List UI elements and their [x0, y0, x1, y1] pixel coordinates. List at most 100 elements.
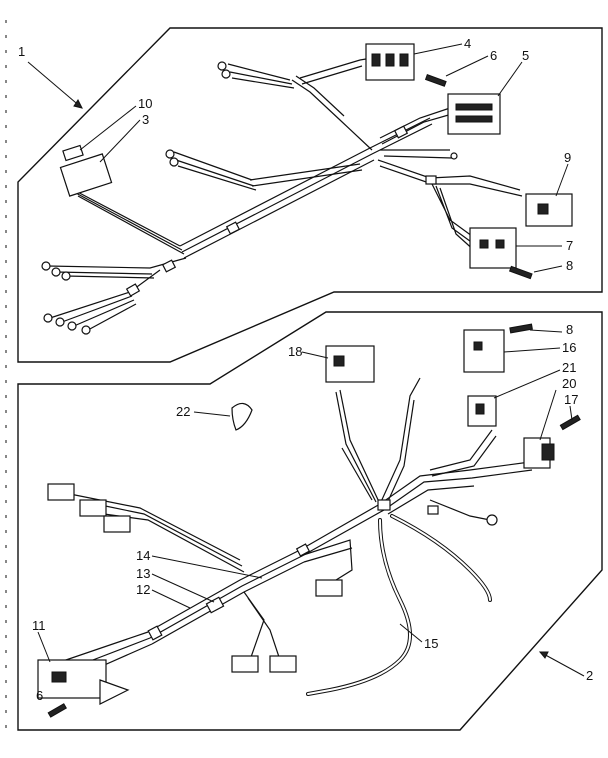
callout-8-lower: 8	[566, 322, 573, 337]
upper-top-left-leads	[227, 63, 295, 89]
leader-15	[399, 623, 423, 643]
connector-4-cavity-2	[385, 53, 395, 67]
terminal	[81, 325, 91, 335]
connector-16	[463, 329, 505, 373]
connector-7	[469, 227, 517, 269]
callout-5: 5	[522, 48, 529, 63]
connector-7-cavity-1	[479, 239, 489, 249]
upper-left-low-leads	[47, 257, 187, 279]
terminal	[43, 313, 53, 323]
terminal	[41, 261, 51, 271]
connector-5-pins-b	[455, 115, 493, 123]
terminal	[221, 69, 231, 79]
upper-connector5-leads	[379, 107, 453, 145]
callout-16: 16	[562, 340, 576, 355]
upper-connector7-leads	[431, 183, 477, 253]
leader-6-upper	[445, 55, 489, 77]
leader-10	[79, 105, 137, 151]
lower-main-trunk	[147, 503, 385, 645]
bracket-10	[62, 144, 84, 162]
leader-17	[569, 405, 573, 421]
connector-7-cavity-2	[495, 239, 505, 249]
upper-sleeve-2	[161, 259, 177, 273]
callout-3: 3	[142, 112, 149, 127]
connector-lower-d	[315, 579, 343, 597]
upper-sleeve-3	[393, 125, 409, 139]
connector-18-cavity	[333, 355, 345, 367]
callout-4: 4	[464, 36, 471, 51]
callout-17: 17	[564, 392, 578, 407]
screw-6-upper	[424, 74, 447, 87]
upper-wire-terminal	[380, 149, 453, 159]
leader-2-arrow	[538, 651, 549, 659]
leader-14	[151, 555, 263, 579]
leader-2	[539, 651, 585, 677]
upper-connector4-leads	[299, 57, 373, 85]
callout-1: 1	[18, 44, 25, 59]
panel-1-outline	[17, 27, 603, 363]
connector-4-cavity-3	[399, 53, 409, 67]
connector-lower-a	[47, 483, 75, 501]
upper-connector9-leads	[377, 159, 523, 197]
callout-12: 12	[136, 582, 150, 597]
connector-lower-f	[269, 655, 297, 673]
connector-4-cavity-1	[371, 53, 381, 67]
terminal	[51, 267, 61, 277]
leader-16	[503, 347, 561, 353]
connector-5-pins-a	[455, 103, 493, 111]
connector-9	[525, 193, 573, 227]
callout-18: 18	[288, 344, 302, 359]
upper-mid-leads	[249, 163, 363, 187]
ring-terminal	[486, 514, 498, 526]
upper-trunk-branch	[291, 75, 373, 151]
connector-16-cavity	[473, 341, 483, 351]
leader-8-upper	[533, 265, 563, 273]
upper-sleeve-4	[425, 175, 437, 185]
leader-18	[301, 351, 329, 359]
terminal	[55, 317, 65, 327]
connector-21-cavity	[475, 403, 485, 415]
terminal	[169, 157, 179, 167]
leader-1-arrow	[73, 99, 83, 109]
leader-21	[493, 369, 561, 399]
leader-3	[99, 119, 141, 163]
tube-side-inner	[391, 515, 491, 601]
callout-6-lower: 6	[36, 688, 43, 703]
leader-1	[27, 61, 83, 109]
callout-7: 7	[566, 238, 573, 253]
leader-4	[413, 43, 463, 55]
terminal	[61, 271, 71, 281]
tube-15-inner	[307, 519, 411, 695]
panel-lower-harness: 18 8 16 21 20 17 22 14 13 12 11 6 15 2	[17, 311, 603, 731]
callout-22: 22	[176, 404, 190, 419]
connector-3	[59, 153, 113, 197]
callout-14: 14	[136, 548, 150, 563]
leader-22	[193, 411, 231, 417]
leader-8-lower	[529, 329, 563, 333]
connector-lower-c	[103, 515, 131, 533]
upper-main-trunk	[179, 117, 433, 259]
lower-sleeve-1	[377, 499, 391, 511]
upper-sleeve-1	[225, 221, 241, 235]
terminal	[217, 61, 227, 71]
panel-upper-harness: 1 10 3 4 6 5 9 7 8	[17, 27, 603, 363]
terminal	[165, 149, 175, 159]
leader-20	[539, 389, 557, 441]
callout-21: 21	[562, 360, 576, 375]
screw-17	[559, 414, 581, 431]
callout-2: 2	[586, 668, 593, 683]
callout-9: 9	[564, 150, 571, 165]
terminal	[67, 321, 77, 331]
connector-lower-b	[79, 499, 107, 517]
leader-11	[37, 631, 51, 663]
leader-5	[497, 61, 523, 97]
connector-20-pins	[541, 443, 555, 461]
upper-left-mid-leads	[173, 151, 257, 191]
connector-lower-e	[231, 655, 259, 673]
screw-8-lower	[509, 323, 533, 334]
callout-15: 15	[424, 636, 438, 651]
leader-9	[555, 163, 569, 197]
tube-side	[390, 514, 492, 602]
lower-connector18-leads	[335, 389, 381, 505]
connector-11-cavity	[51, 671, 67, 683]
